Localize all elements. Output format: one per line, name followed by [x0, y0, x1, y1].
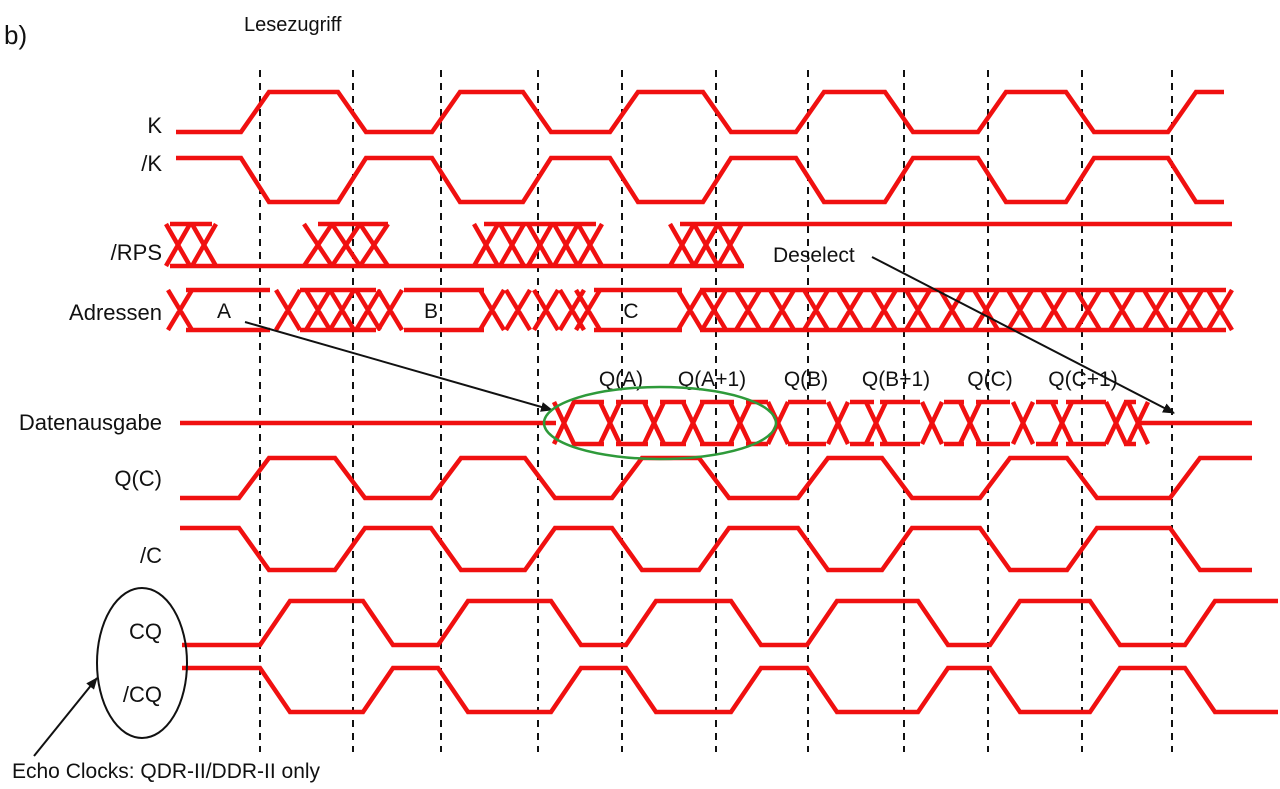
address-label-c: C	[623, 300, 638, 323]
clock-k-bar-wave	[176, 155, 1224, 205]
echo-clocks-label: Echo Clocks: QDR-II/DDR-II only	[12, 760, 321, 783]
clock-edge-guides	[259, 70, 1173, 752]
address-crossings	[166, 288, 1234, 332]
echo-clocks-arrow	[33, 677, 98, 757]
output-label-qa1: Q(A+1)	[678, 368, 746, 391]
signal-label-rps: /RPS	[111, 240, 162, 265]
echo-clock-ellipse	[96, 587, 188, 739]
signal-label-qc: Q(C)	[114, 466, 162, 491]
address-label-b: B	[424, 300, 438, 323]
output-label-qa: Q(A)	[599, 368, 643, 391]
diagram-title: Lesezugriff	[244, 14, 342, 36]
clock-cq-bar-wave	[182, 665, 1278, 715]
clock-k-wave	[176, 89, 1224, 135]
signal-label-k-bar: /K	[141, 151, 162, 176]
panel-label: b)	[4, 20, 27, 50]
signal-waveforms	[164, 89, 1278, 715]
clock-c-bar-wave	[180, 525, 1252, 573]
first-output-highlight-ellipse	[542, 385, 778, 461]
rps-crossings-2	[302, 222, 390, 268]
signal-label-cq-bar: /CQ	[123, 682, 162, 707]
clock-qc-wave	[180, 455, 1252, 501]
signal-label-data-out: Datenausgabe	[19, 410, 162, 435]
signal-label-k: K	[147, 113, 162, 138]
output-label-qc1: Q(C+1)	[1048, 368, 1117, 391]
signal-label-c-bar: /C	[140, 543, 162, 568]
address-a-to-output-arrow	[244, 321, 553, 412]
address-label-a: A	[217, 300, 231, 323]
rps-crossings-3	[472, 222, 604, 268]
deselect-label: Deselect	[773, 244, 855, 267]
rps-crossings-1	[164, 222, 218, 268]
rps-crossings-4	[668, 222, 744, 268]
signal-label-addresses: Adressen	[69, 300, 162, 325]
clock-cq-wave	[182, 598, 1278, 648]
output-label-qb1: Q(B+1)	[862, 368, 930, 391]
output-label-qc: Q(C)	[967, 368, 1013, 391]
data-out-crossings	[551, 401, 1151, 445]
output-label-qb: Q(B)	[784, 368, 828, 391]
deselect-arrow	[871, 256, 1175, 414]
signal-label-cq: CQ	[129, 619, 162, 644]
